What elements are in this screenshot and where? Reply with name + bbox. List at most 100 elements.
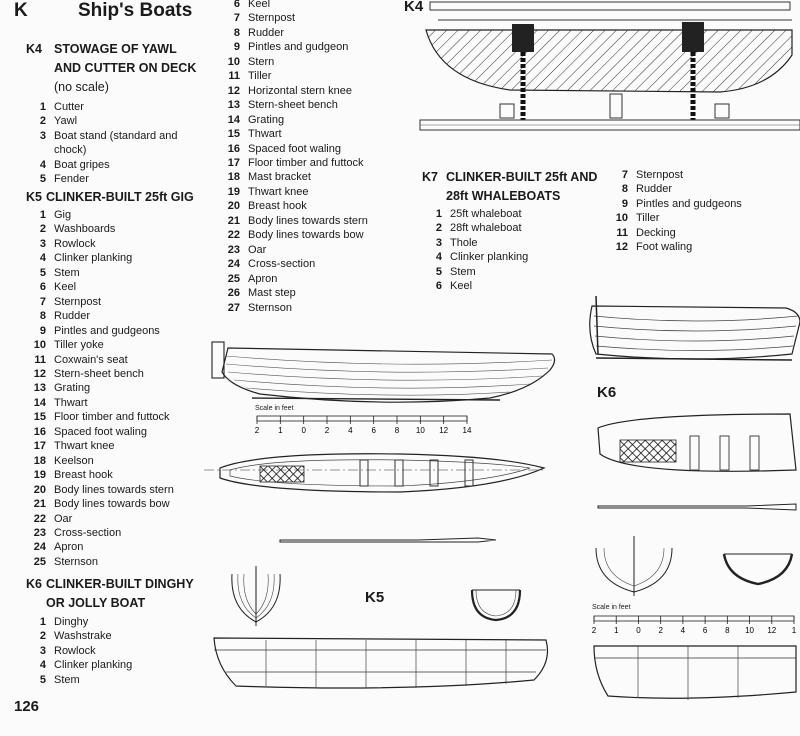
item-text: Breast hook [248,200,307,213]
k6-dinghy-plan [597,413,797,472]
scale-tick-label: 0 [636,626,641,635]
item-text: Apron [54,541,84,554]
list-item: 10 Tiller yoke [14,338,214,352]
item-text: Washboards [54,223,116,236]
item-number: 10 [33,339,46,352]
item-number: 18 [227,171,240,184]
item-text: Rudder [636,183,673,196]
item-number: 22 [227,229,240,242]
section-code: K7 [422,170,438,184]
scale-tick-label: 8 [725,626,730,635]
item-text: Tiller [636,212,660,225]
item-text: Rowlock [54,237,96,250]
chapter-title: Ship's Boats [78,0,193,21]
item-text: Horizontal stern knee [248,84,352,97]
item-number: 11 [228,70,240,83]
k4-stowage-drawing [419,1,800,131]
scale-tick-label: 2 [255,426,260,435]
k5-gig-plan [204,453,546,493]
k6-scale-caption: Scale in feet [592,604,631,611]
item-text: Stem [450,265,476,278]
item-text: Spaced foot waling [54,425,147,438]
item-text: Cross-section [54,526,122,539]
item-text: Rudder [54,310,91,323]
item-number: 19 [33,469,46,482]
item-number: 25 [33,555,46,568]
item-number: 1 [39,616,46,628]
section-k7: K7 CLINKER-BUILT 25ft AND 28ft WHALEBOAT… [410,168,610,294]
page-number: 126 [14,698,40,715]
item-number: 8 [39,310,46,323]
item-text: Oar [248,243,267,256]
item-number: 25 [227,272,240,285]
item-text: Apron [248,272,278,285]
item-text: Thwart knee [54,440,115,453]
item-text: Floor timber and futtock [248,156,364,169]
list-item: 14 Thwart [14,396,214,410]
item-number: 23 [227,243,240,256]
item-text: Stem [54,266,80,279]
item-number: 7 [621,169,628,181]
section-title-line: CLINKER-BUILT 25ft GIG [46,190,194,204]
item-text: 28ft whaleboat [450,222,522,235]
section-title-line: OR JOLLY BOAT [46,596,146,610]
section-code: K5 [26,190,42,204]
item-text: 25ft whaleboat [450,208,522,220]
item-number: 14 [33,396,46,409]
scale-tick-label: 1 [792,626,797,635]
item-text: Tiller yoke [54,339,104,352]
figure-label-k6: K6 [597,384,617,401]
section-title-line: (no scale) [54,80,109,94]
item-text: Keel [54,281,77,294]
k5-oar [279,537,497,543]
item-number: 4 [435,251,442,264]
k5-gig-section [213,637,549,689]
item-number: 8 [621,183,628,196]
item-number: 24 [33,541,46,554]
item-text: Thwart [54,396,88,409]
item-text: Washstrake [54,630,112,643]
k5-gig-profile [211,341,556,403]
item-number: 2 [435,222,442,235]
item-text: Stern-sheet bench [54,367,144,380]
item-text: Pintles and gudgeon [248,41,349,54]
item-number: 23 [33,526,46,539]
item-number: 12 [615,241,628,254]
item-number: 13 [33,382,46,395]
scale-tick-label: 14 [463,426,472,435]
list-item: 23 Oar [208,243,398,257]
section-code: K4 [26,42,42,56]
